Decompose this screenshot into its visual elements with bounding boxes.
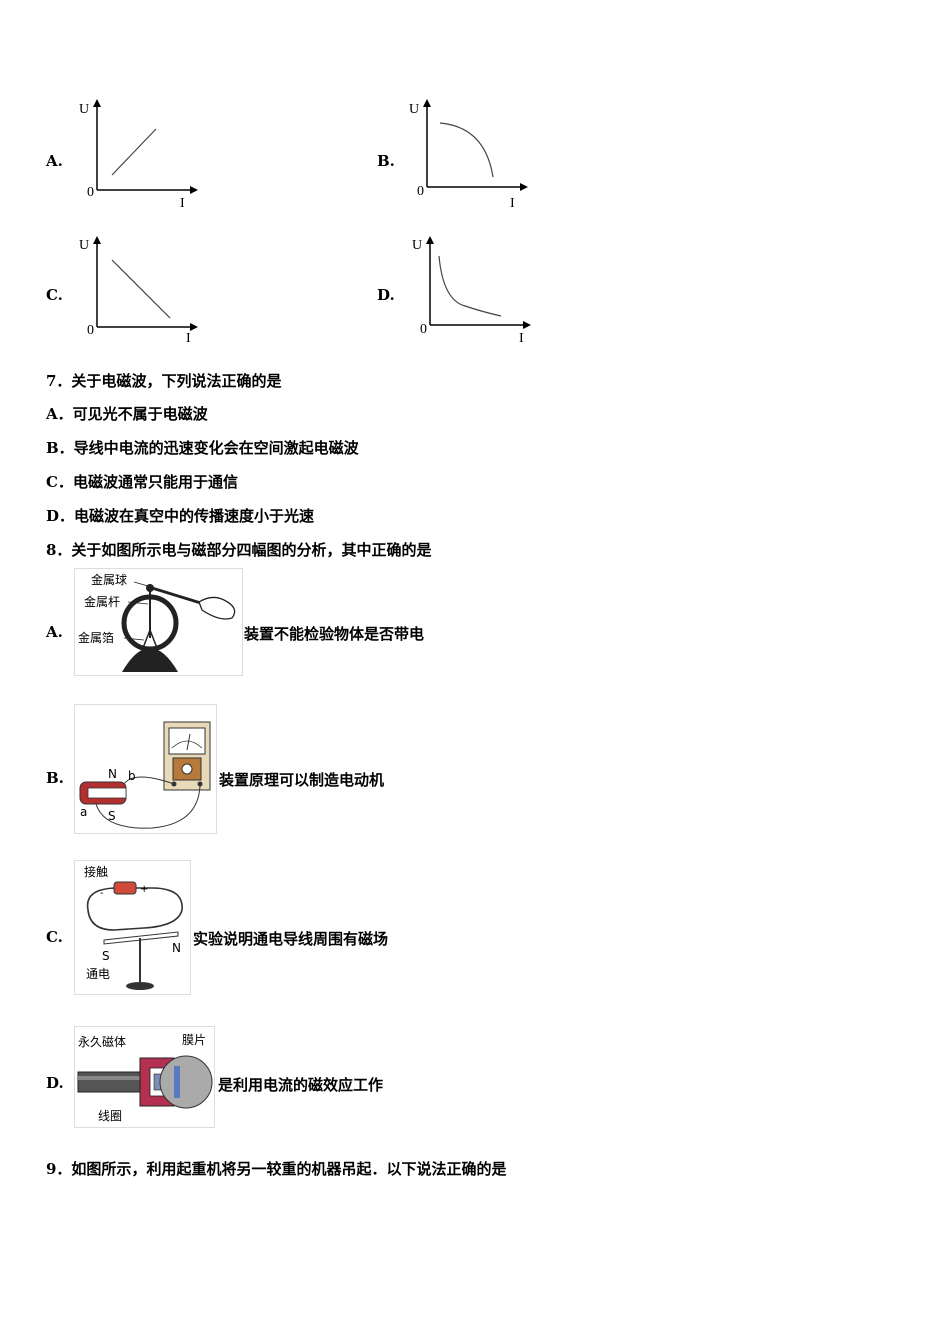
q8-option-c-letter[interactable]: C. [46,928,63,946]
q8-c-label-n: N [172,941,181,955]
q8-b-label-a: a [80,805,87,819]
q8-figure-a-electroscope: 金属球 金属杆 金属箔 [74,568,243,676]
q7-option-b[interactable]: B．导线中电流的迅速变化会在空间激起电磁波 [46,439,359,457]
q8-d-label-diaphragm: 膜片 [182,1033,206,1047]
q8-a-label-rod: 金属杆 [84,594,120,609]
q6-graph-b: U 0 I [409,99,528,210]
q8-a-label-ball: 金属球 [91,572,127,587]
q6-graph-c: U 0 I [79,236,198,345]
q7-option-d[interactable]: D．电磁波在真空中的传播速度小于光速 [46,507,315,525]
q8-b-label-s: S [108,809,116,823]
q6-d-origin: 0 [420,322,427,337]
q8-option-d-text[interactable]: 是利用电流的磁效应工作 [218,1076,384,1094]
q8-option-c-text[interactable]: 实验说明通电导线周围有磁场 [193,930,389,948]
q8-d-label-magnet: 永久磁体 [78,1034,126,1049]
q8-option-b-letter[interactable]: B. [46,769,64,787]
q6-a-y-label: U [79,102,89,117]
q7-option-c[interactable]: C．电磁波通常只能用于通信 [46,473,238,491]
q8-a-label-foil: 金属箔 [78,630,114,645]
q6-option-d-letter[interactable]: D. [377,286,395,304]
q6-c-origin: 0 [87,323,94,338]
q9-stem: 9．如图所示，利用起重机将另一较重的机器吊起．以下说法正确的是 [46,1160,507,1178]
q8-figure-c-oersted: - + 接触 S N 通电 [74,860,191,995]
q6-b-y-label: U [409,102,419,117]
q6-graph-a: U 0 I [79,99,198,210]
q6-a-origin: 0 [87,185,94,200]
q6-d-x-label: I [519,331,524,345]
q8-stem: 8．关于如图所示电与磁部分四幅图的分析，其中正确的是 [46,541,432,559]
q7-stem: 7．关于电磁波，下列说法正确的是 [46,372,282,390]
q6-c-y-label: U [79,238,89,253]
svg-text:+: + [140,884,148,895]
q6-b-origin: 0 [417,184,424,199]
q6-graph-d: U 0 I [412,236,531,345]
q8-b-label-b: b [128,769,136,783]
q8-option-d-letter[interactable]: D. [46,1074,64,1092]
q8-d-label-coil: 线圈 [98,1109,122,1123]
q6-option-b-letter[interactable]: B. [377,152,395,170]
q8-option-a-text[interactable]: 装置不能检验物体是否带电 [244,625,425,643]
q6-c-x-label: I [186,331,191,345]
q8-b-label-n: N [108,767,117,781]
q8-c-label-contact: 接触 [84,864,108,879]
q8-option-a-letter[interactable]: A. [46,623,63,641]
q8-option-b-text[interactable]: 装置原理可以制造电动机 [219,771,385,789]
q7-option-a[interactable]: A．可见光不属于电磁波 [46,405,208,423]
q6-a-x-label: I [180,196,185,210]
svg-text:-: - [100,888,104,899]
q8-figure-d-microphone: 永久磁体 膜片 线圈 [74,1026,215,1128]
q8-c-label-s: S [102,949,110,963]
q8-c-label-energized: 通电 [86,967,110,981]
q6-option-a-letter[interactable]: A. [46,152,63,170]
q6-b-x-label: I [510,196,515,210]
q8-figure-b-generator: N b a S [74,704,217,834]
q6-option-c-letter[interactable]: C. [46,286,63,304]
q6-d-y-label: U [412,238,422,253]
